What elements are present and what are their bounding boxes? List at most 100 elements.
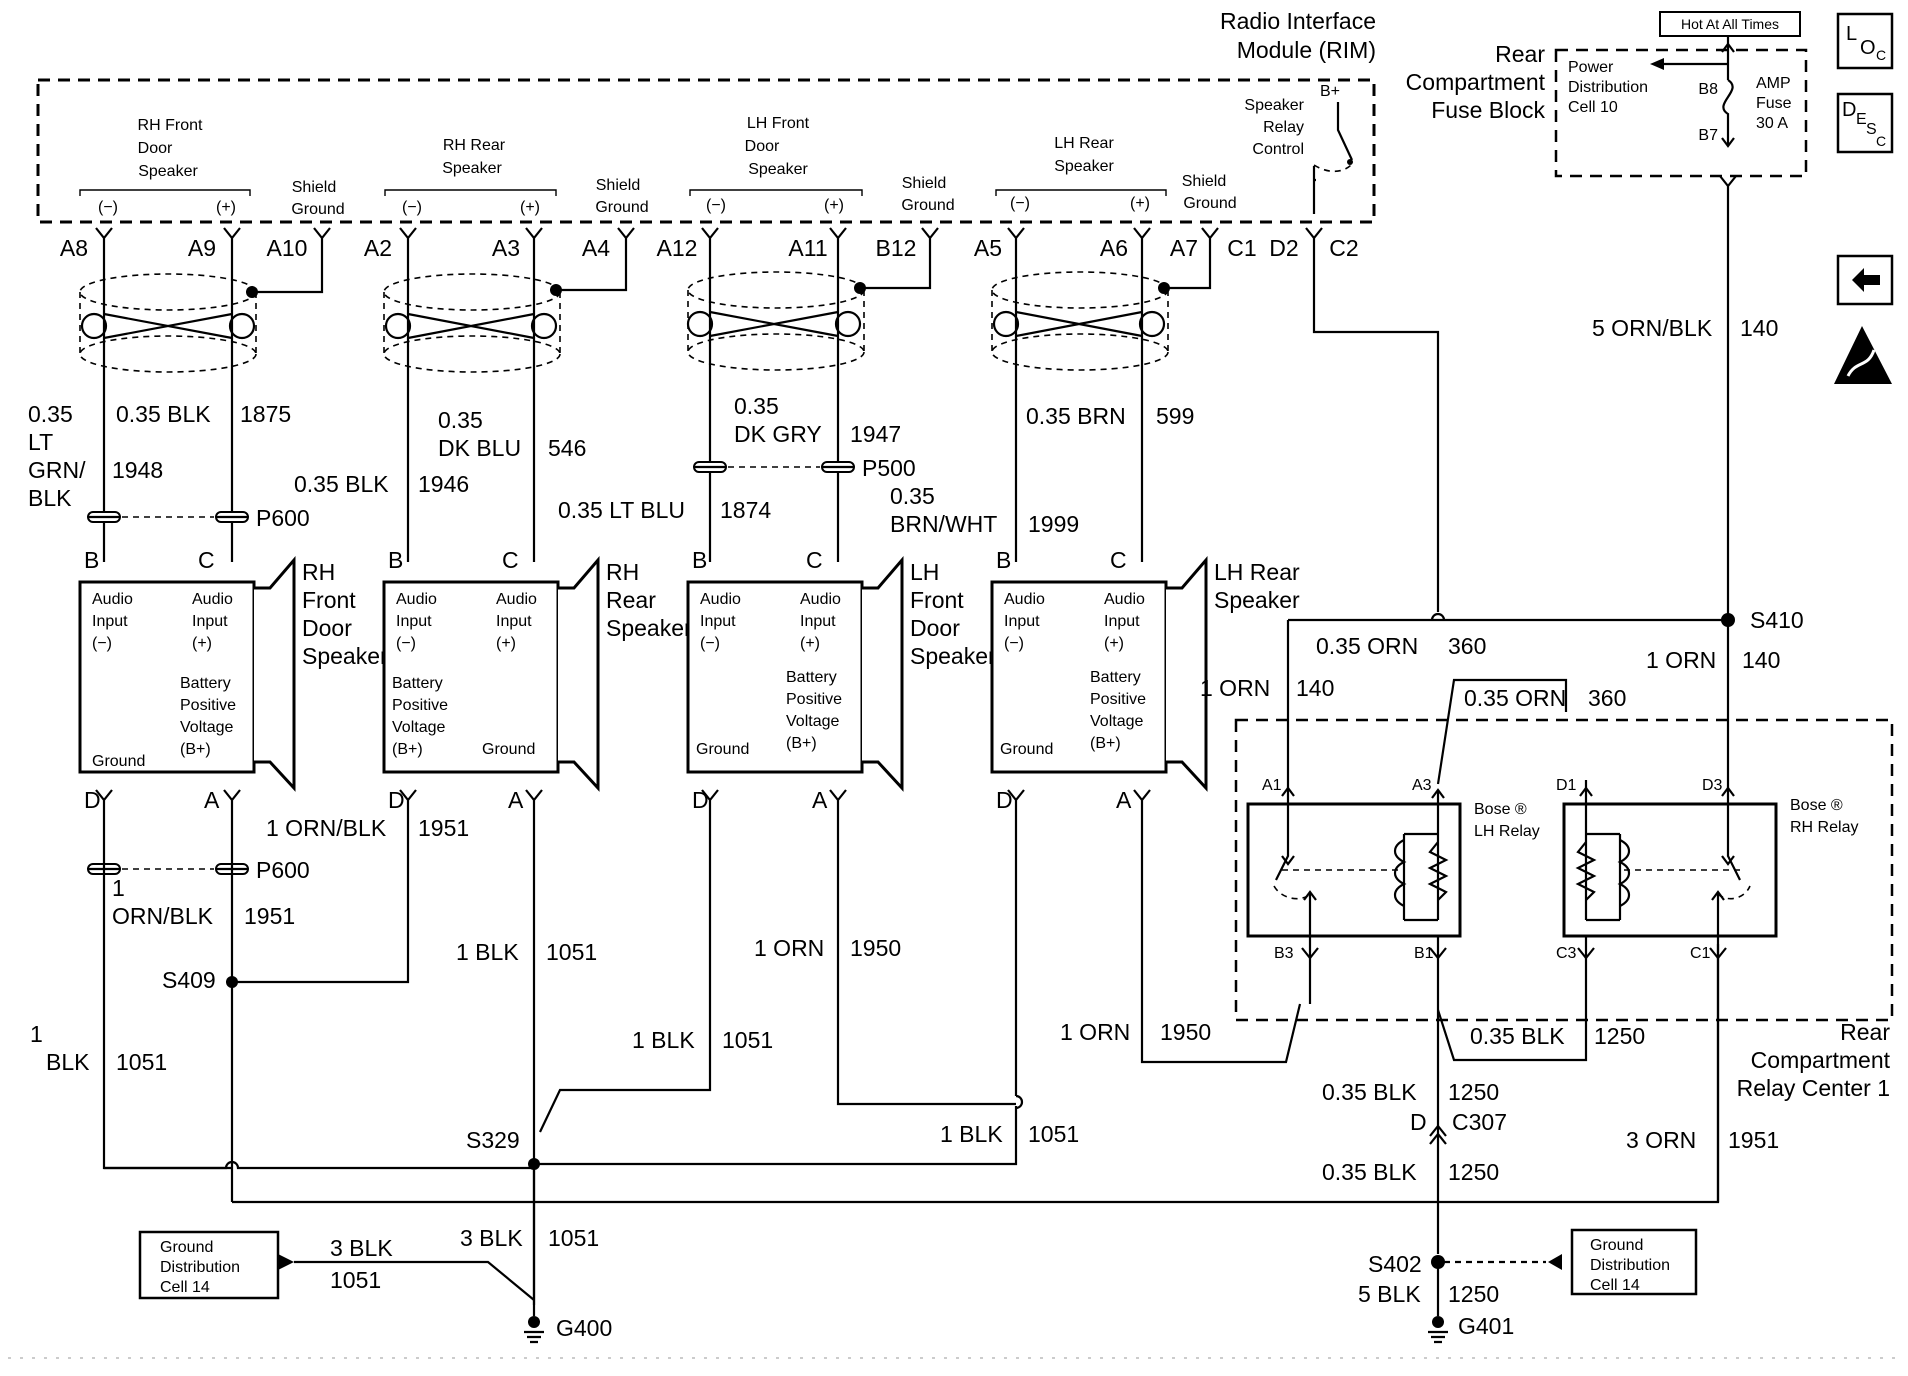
wire-1951c-color: 3 ORN: [1626, 1127, 1696, 1153]
rim-sp2-bracket: [384, 189, 557, 196]
audio-plus-1: Audio: [496, 591, 537, 608]
rim-module: Radio Interface Module (RIM) RH Front Do…: [36, 8, 1376, 224]
wire-1051b-circuit: 1051: [722, 1027, 773, 1053]
audio-plus-1: Audio: [192, 591, 233, 608]
wire-546-gauge: 0.35: [438, 407, 483, 433]
speaker-name-1: RH: [606, 559, 639, 585]
p600-label-2: P600: [256, 857, 310, 883]
wire-1874-circuit: 1874: [720, 497, 771, 523]
wire-1948-gauge: 0.35: [28, 401, 73, 427]
p600-label-1: P600: [256, 505, 310, 531]
lh-relay-leads: [1286, 780, 1440, 960]
rim-sp1-line3: Speaker: [138, 163, 198, 180]
audio-plus-3: (+): [496, 635, 516, 652]
desc-icon-d: D: [1842, 99, 1856, 121]
audio-plus-3: (+): [1104, 635, 1124, 652]
wire-360b-circuit: 360: [1588, 685, 1626, 711]
c307-connector: [1429, 1124, 1447, 1145]
wire-1250d-color: 5 BLK: [1358, 1281, 1421, 1307]
speaker-name-2: Front: [910, 587, 964, 613]
desc-icon-e: E: [1856, 111, 1867, 128]
audio-minus-3: (−): [396, 635, 416, 652]
g400-label: G400: [556, 1315, 612, 1341]
relay-center-title-1: Rear: [1840, 1019, 1890, 1045]
wire-140top-circuit: 140: [1740, 315, 1778, 341]
speaker-relay-control: Speaker Relay Control B+: [1244, 83, 1353, 214]
gnd-1: Ground: [482, 741, 535, 758]
wire-1947-color: DK GRY: [734, 421, 822, 447]
speaker-cone: [254, 555, 296, 792]
pin-A3: A3: [492, 235, 520, 261]
wire-360-main: [1312, 246, 1440, 612]
gdist-right-arrow: [1548, 1254, 1562, 1270]
lh-relay-label-2: LH Relay: [1474, 823, 1540, 840]
pin-C1: C1: [1227, 235, 1256, 261]
wire-546-color: DK BLU: [438, 435, 521, 461]
speaker-pin-d: D: [388, 787, 405, 813]
fuse-pin-b7: B7: [1698, 127, 1718, 144]
audio-plus-1: Audio: [1104, 591, 1145, 608]
rh-relay-internal: [1584, 804, 1741, 936]
speaker-pin-a: A: [204, 787, 220, 813]
wire-140-feed: [1719, 175, 1737, 620]
wire-360a-color: 0.35 ORN: [1316, 633, 1418, 659]
relay-center-outline: [1234, 718, 1894, 1022]
lower-wiring: 1 BLK 1051 1 ORN/BLK 1951 S409 1 ORN/BLK…: [30, 789, 1720, 1344]
wire-599-color: 0.35 BRN: [1026, 403, 1126, 429]
fuse-label-2: Fuse: [1756, 95, 1792, 112]
wire-hump-1: [1015, 1094, 1024, 1110]
twisted-pair-lh-rear: [991, 246, 1212, 371]
wire-gdist-left: [294, 1260, 535, 1301]
wire-1051e-color: 3 BLK: [330, 1235, 393, 1261]
lh-relay-label-1: Bose ®: [1474, 801, 1527, 818]
p600-lower: P600: [87, 857, 310, 883]
wire-hump-2: [1430, 612, 1446, 621]
relay-contact: [1347, 159, 1353, 165]
audio-plus-2: Input: [192, 613, 228, 630]
speaker-cone: [558, 555, 600, 792]
wire-546-circuit: 546: [548, 435, 586, 461]
wire-1951b-circuit: 1951: [244, 903, 295, 929]
loc-icon-c: C: [1876, 47, 1886, 63]
pin-A6: A6: [1100, 235, 1128, 261]
gdist-right-box: [1570, 1228, 1698, 1296]
gdist-left-line2: Distribution: [160, 1259, 240, 1276]
speaker-name-3: Speaker: [606, 615, 692, 641]
fuse-label-3: 30 A: [1756, 115, 1788, 132]
pin-B12: B12: [876, 235, 917, 261]
wire-1051a-color: 1 BLK: [456, 939, 519, 965]
speaker-name-2: Speaker: [1214, 587, 1300, 613]
audio-minus-2: Input: [396, 613, 432, 630]
power-dist-arrow: [1650, 58, 1664, 70]
bat-2: Positive: [786, 691, 842, 708]
bat-4: (B+): [786, 735, 817, 752]
g401-label: G401: [1458, 1313, 1514, 1339]
pin-A12: A12: [657, 235, 698, 261]
speaker-cone: [862, 555, 904, 792]
wire-360b-color: 0.35 ORN: [1464, 685, 1566, 711]
wire-1999-color: BRN/WHT: [890, 511, 997, 537]
pin-A8: A8: [60, 235, 88, 261]
bat-1: Battery: [392, 675, 443, 692]
gdist-left-line1: Ground: [160, 1239, 213, 1256]
audio-minus-1: Audio: [396, 591, 437, 608]
wire-1951a-color: 1 ORN/BLK: [266, 815, 387, 841]
side-icons: L O C D E S C: [1834, 12, 1894, 384]
pin-a3: A3: [1412, 777, 1432, 794]
s409-label: S409: [162, 967, 216, 993]
s410-label: S410: [1750, 607, 1804, 633]
wire-1950a-circuit: 1950: [850, 935, 901, 961]
loc-icon[interactable]: [1836, 12, 1894, 70]
audio-minus-2: Input: [700, 613, 736, 630]
wire-360-to-a3: [1436, 678, 1568, 785]
audio-minus-3: (−): [700, 635, 720, 652]
relay-label-1: Speaker: [1244, 97, 1304, 114]
pin-A4: A4: [582, 235, 610, 261]
rim-sp4-line1: LH Rear: [1054, 135, 1114, 152]
wire-1250d-circuit: 1250: [1448, 1281, 1499, 1307]
desc-icon-s: S: [1866, 121, 1877, 138]
speaker-name-3: Door: [910, 615, 960, 641]
speaker-pin-b: B: [388, 547, 403, 573]
speaker-name-1: RH: [302, 559, 335, 585]
desc-icon[interactable]: [1836, 92, 1894, 154]
